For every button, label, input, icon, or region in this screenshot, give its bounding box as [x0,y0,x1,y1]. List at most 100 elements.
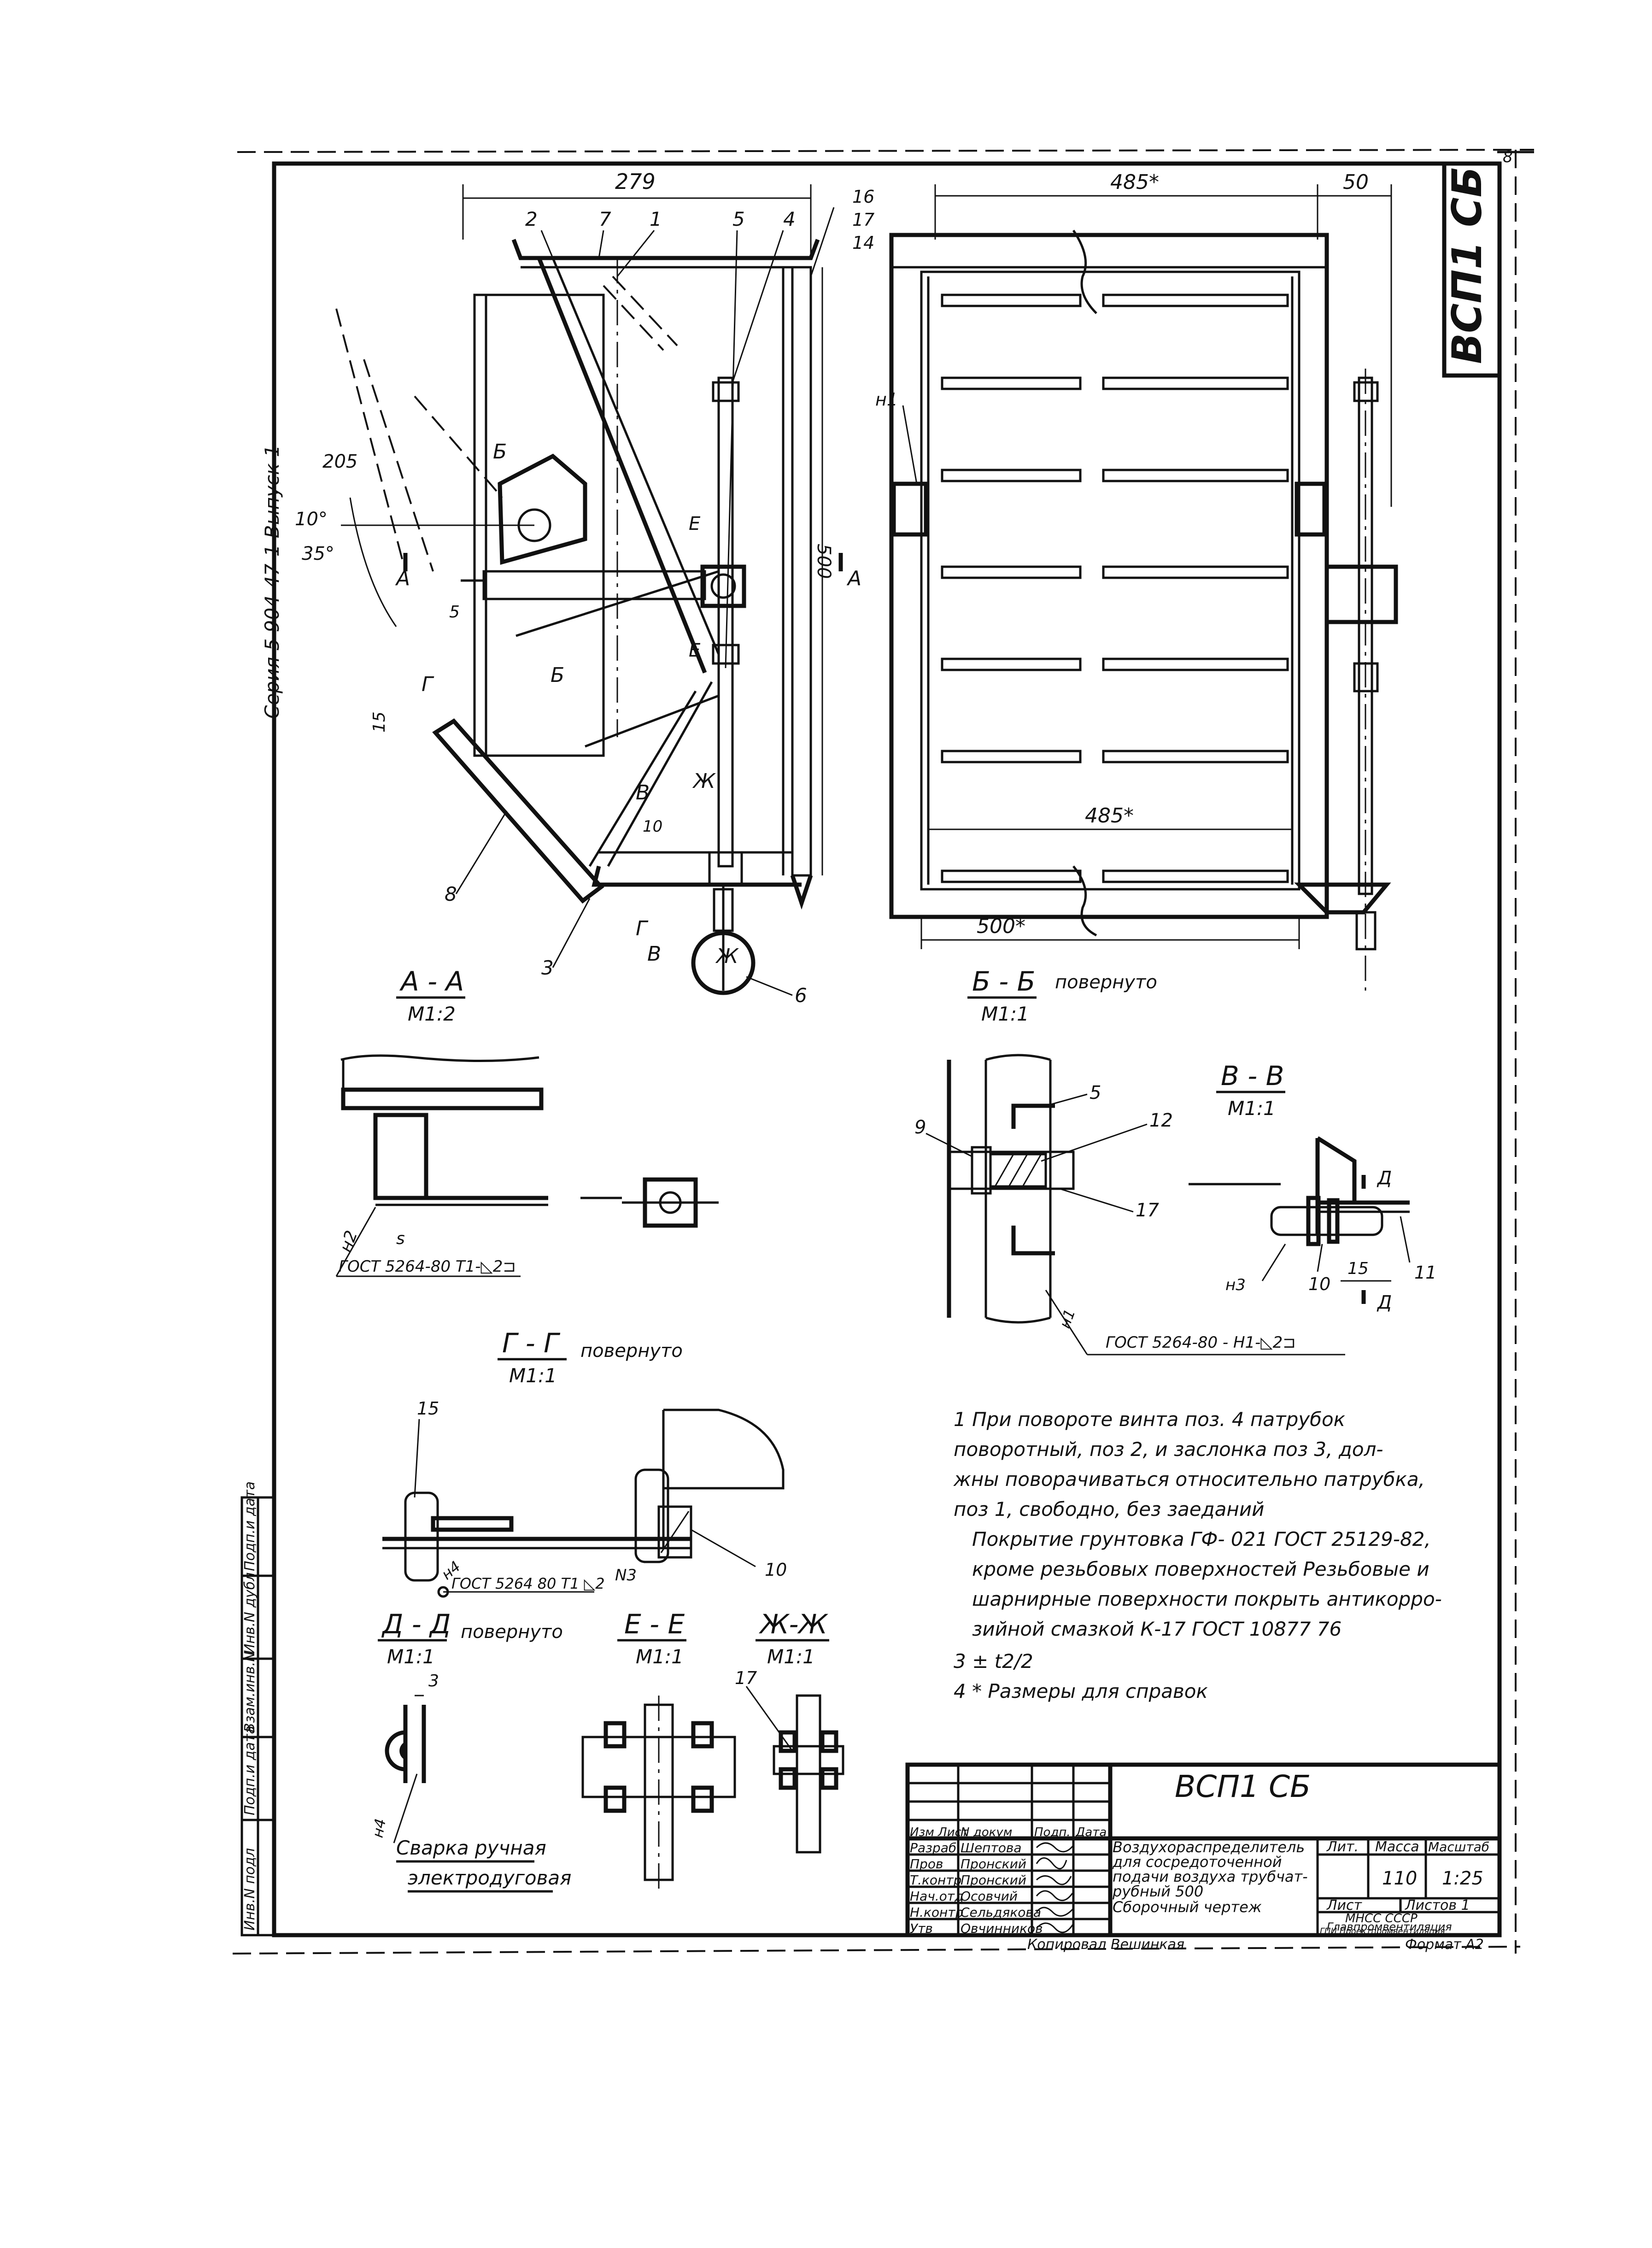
zh-collar [773,1745,844,1775]
tb-row-name: Шептова [961,1840,1022,1855]
zh-pos-17: 17 [735,1668,757,1688]
mark-B-bottom: Б [551,663,564,687]
pos-4: 4 [783,208,796,230]
zh-nut [779,1730,797,1753]
blade [1102,869,1289,883]
note-2-line-4: зийной смазкой К-17 ГОСТ 10877 76 [972,1618,1342,1640]
leader [616,230,655,277]
vv-pos-11: 11 [1414,1262,1436,1283]
blade [941,657,1082,671]
dd-dim-3: 3 [428,1672,439,1690]
gg-pos-10: 10 [765,1560,787,1580]
section-AA-title: А - А [399,966,464,997]
stamp-label: Инв.N дубл [242,1573,258,1654]
tb-lit-label: Лит. [1326,1839,1359,1855]
tb-row-role: Утв [910,1921,933,1936]
break-line-top [1072,229,1097,314]
note-1-line-1: 1 При повороте винта поз. 4 патрубок [954,1408,1346,1431]
leader [540,230,554,258]
blade [941,869,1082,883]
vv-bend [1316,1136,1357,1203]
screw-nut-top [712,381,740,402]
pos-7: 7 [599,208,611,230]
sheet-format: Формат А2 [1405,1937,1484,1953]
main-view: 279 500 205 10° [295,169,874,1007]
tb-name-3: подачи воздуха трубчат- [1113,1868,1308,1885]
tb-org-1: МНСС СССР [1345,1912,1418,1925]
tb-designation: ВСП1 СБ [1175,1769,1311,1804]
title-block-frame [905,1762,1502,1937]
upper-flange [511,239,820,260]
leader [393,1773,418,1843]
leader [1045,1290,1088,1355]
angle-10: 10° [295,509,328,530]
leader [732,230,784,383]
tb-row-name: Осовчий [961,1889,1018,1904]
trim-line-top [237,149,1535,153]
gg-bushing [657,1505,692,1559]
drawing-border [272,161,1502,1937]
aa-break [340,1054,539,1062]
stamp-label: Взам.инв.N [242,1651,258,1732]
section-EE: Е - Е М1:1 [581,1608,736,1889]
blade [1102,565,1289,579]
nut-block [700,564,746,608]
zh-nut [820,1767,838,1790]
bb-pos-9: 9 [914,1117,926,1138]
bb-pos-12: 12 [1149,1110,1173,1131]
blade [1102,376,1289,390]
mark-Zh-bottom: Ж [715,945,739,968]
section-DD-note: повернуто [461,1621,563,1643]
aa-dim-s: s [396,1229,405,1248]
leader [1045,1093,1088,1107]
series-label: Серия 5 904-47-1 Выпуск 1 [261,445,283,719]
section-DD-title: Д - Д [381,1608,451,1640]
pos-1: 1 [650,208,662,230]
gg-weld: ГОСТ 5264 80 Т1 ◺2 [451,1575,605,1592]
signature [1036,1857,1067,1870]
zh-nut [779,1767,797,1790]
leader [455,810,508,894]
blade-swung-dashed [603,285,664,351]
section-BB-note: повернуто [1055,972,1157,993]
right-duct-wall [791,266,812,877]
mark-Zh-top: Ж [692,769,716,793]
mark-A-left: А [395,567,410,590]
tb-sheet-label: Лист [1326,1897,1363,1913]
dd-weld-fill [399,1742,405,1760]
tb-org-2: Главпромвентиляция [1327,1920,1452,1933]
pos-14: 14 [852,233,874,253]
bb-bracket-top [1011,1103,1055,1129]
handwheel-hub [713,888,734,932]
blade-link-lower [588,690,697,867]
gg-lever-plate [431,1516,514,1532]
section-VV-title: В - В [1221,1060,1284,1092]
section-EE-scale: М1:1 [636,1645,684,1668]
signature [1036,1875,1072,1885]
screw-base [708,851,743,886]
tb-name-4: рубный 500 [1112,1883,1203,1900]
tb-org-3: ГПИ Проектпромвентиляция [1320,1926,1445,1936]
bb-pos-5: 5 [1090,1082,1101,1103]
tb-row-role: Пров [910,1856,943,1872]
blade-diagonal-2 [551,258,720,655]
vv-pos-10: 10 [1308,1274,1330,1294]
dim-485-bottom: 485* [1085,804,1134,828]
ee-nut [691,1785,714,1813]
vv-dim-15: 15 [1347,1259,1369,1278]
tb-row-name: Сельдякова [961,1905,1041,1920]
tb-row-name: Пронский [961,1872,1026,1888]
leader [810,207,835,277]
blade [941,376,1082,390]
mark-n1-side: н1 [875,389,898,410]
section-VV-scale: М1:1 [1228,1097,1276,1120]
blade [941,565,1082,579]
blade [1102,750,1289,763]
ee-nut [691,1721,714,1749]
tb-row-name: Пронский [961,1856,1026,1872]
handle-lever [432,718,604,904]
right-wall-foot [790,875,813,910]
tb-row-sign: Подп. [1034,1825,1071,1839]
side-screw-nut [1353,381,1379,402]
